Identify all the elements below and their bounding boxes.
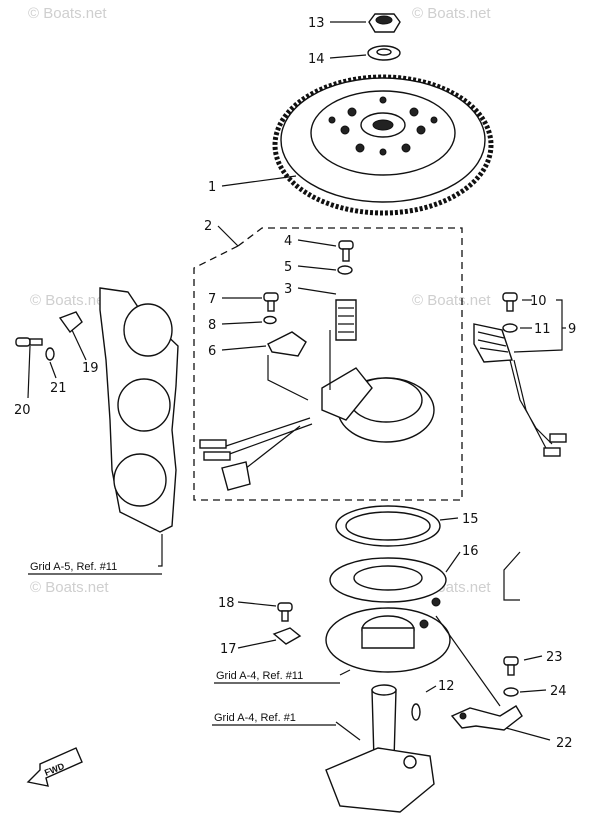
fwd-direction-badge: FWD bbox=[26, 747, 83, 787]
part-shaft bbox=[325, 684, 435, 813]
callout-15: 15 bbox=[462, 512, 479, 527]
part-washer-8 bbox=[263, 315, 277, 325]
part-plate-17 bbox=[272, 627, 302, 645]
watermark-low-left: © Boats.net bbox=[30, 579, 109, 596]
callout-1: 1 bbox=[208, 180, 216, 195]
part-screw-20 bbox=[15, 337, 43, 347]
part-washer-5 bbox=[337, 265, 353, 275]
part-washer bbox=[367, 45, 401, 61]
callout-13: 13 bbox=[308, 16, 325, 31]
part-coil-base bbox=[325, 597, 451, 673]
ref-grid-a4-1: Grid A-4, Ref. #1 bbox=[214, 712, 296, 724]
callout-16: 16 bbox=[462, 544, 479, 559]
callout-9: 9 bbox=[568, 322, 576, 337]
ref-grid-a4-11: Grid A-4, Ref. #11 bbox=[216, 670, 303, 682]
part-gasket-16 bbox=[329, 557, 447, 603]
part-nut bbox=[368, 13, 401, 33]
callout-5: 5 bbox=[284, 260, 292, 275]
callout-14: 14 bbox=[308, 52, 325, 67]
part-gasket-left bbox=[99, 287, 179, 533]
part-stator bbox=[321, 299, 435, 443]
part-screw-4 bbox=[338, 240, 354, 262]
watermark-top-left: © Boats.net bbox=[28, 5, 107, 22]
part-screw-18 bbox=[277, 602, 293, 622]
watermark-mid-right: © Boats.net bbox=[412, 292, 491, 309]
callout-21: 21 bbox=[50, 381, 67, 396]
callout-22: 22 bbox=[556, 736, 573, 751]
part-bracket-22 bbox=[450, 705, 523, 731]
part-washer-24 bbox=[503, 687, 519, 697]
callout-3: 3 bbox=[284, 282, 292, 297]
ref-grid-a5: Grid A-5, Ref. #11 bbox=[30, 561, 117, 573]
part-rectifier bbox=[473, 323, 567, 457]
part-washer-21 bbox=[45, 347, 55, 361]
part-key-12 bbox=[411, 703, 421, 721]
part-flywheel bbox=[272, 74, 494, 216]
callout-7: 7 bbox=[208, 292, 216, 307]
part-screw-10 bbox=[502, 292, 518, 312]
callout-24: 24 bbox=[550, 684, 567, 699]
callout-2: 2 bbox=[204, 219, 212, 234]
part-plate-6 bbox=[267, 331, 307, 357]
part-screw-7 bbox=[263, 292, 279, 312]
callout-23: 23 bbox=[546, 650, 563, 665]
part-lead-wires bbox=[199, 417, 313, 491]
callout-4: 4 bbox=[284, 234, 292, 249]
callout-20: 20 bbox=[14, 403, 31, 418]
callout-8: 8 bbox=[208, 318, 216, 333]
callout-19: 19 bbox=[82, 361, 99, 376]
callout-10: 10 bbox=[530, 294, 547, 309]
watermark-mid-left: © Boats.net bbox=[30, 292, 109, 309]
callout-6: 6 bbox=[208, 344, 216, 359]
callout-12: 12 bbox=[438, 679, 455, 694]
leader-lines bbox=[27, 21, 566, 741]
stator-assembly-box bbox=[193, 227, 463, 501]
part-screw-23 bbox=[503, 656, 519, 676]
callout-18: 18 bbox=[218, 596, 235, 611]
part-clip-19 bbox=[58, 311, 83, 334]
watermark-top-right: © Boats.net bbox=[412, 5, 491, 22]
stator-ground-wire bbox=[267, 355, 309, 401]
callout-17: 17 bbox=[220, 642, 237, 657]
part-washer-11 bbox=[502, 323, 518, 333]
part-ring-15 bbox=[335, 505, 441, 547]
callout-11: 11 bbox=[534, 322, 551, 337]
